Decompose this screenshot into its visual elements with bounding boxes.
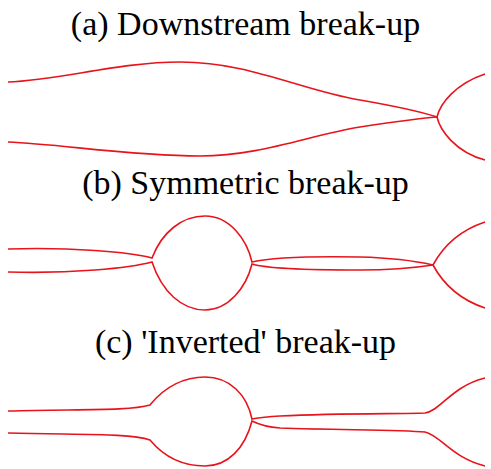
jet-upper-interface [8, 216, 433, 265]
jet-upper-interface [8, 62, 437, 117]
jet-lower-interface [8, 262, 433, 310]
panel-title: (c) 'Inverted' break-up [95, 322, 396, 361]
inverted-breakup-jet [8, 377, 485, 466]
jet-upper-interface [8, 377, 485, 419]
jet-lower-interface [8, 117, 437, 156]
symmetric-breakup-jet [8, 216, 485, 310]
primary-drop [433, 222, 485, 308]
panel-title: (b) Symmetric break-up [82, 163, 409, 202]
panel-title: (a) Downstream break-up [71, 4, 420, 43]
primary-drop [437, 74, 485, 160]
jet-lower-interface [8, 421, 485, 466]
downstream-breakup-jet [8, 62, 485, 160]
